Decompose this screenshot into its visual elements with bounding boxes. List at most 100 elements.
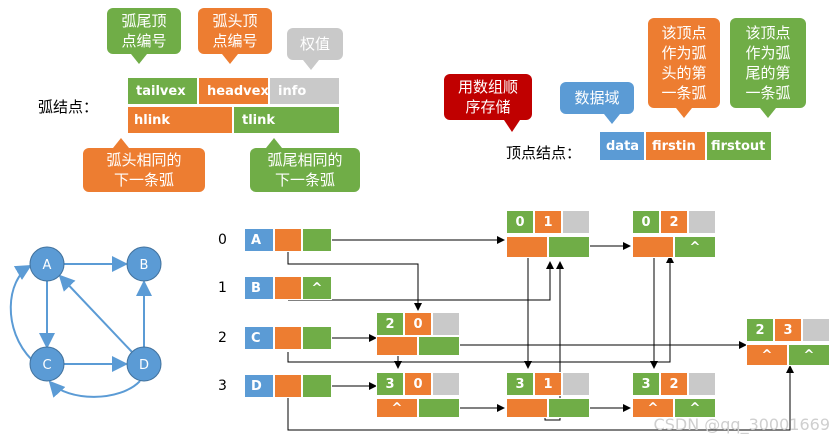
arc-field-tlink: tlink <box>233 106 340 134</box>
arc-info <box>432 312 460 336</box>
vertex-firstout-cell[interactable] <box>302 326 332 350</box>
callout-tail <box>676 108 692 118</box>
pointer-d-firstin <box>287 365 794 431</box>
null-mark: ^ <box>689 400 701 416</box>
arc-info <box>802 318 830 342</box>
callout-hlink-desc-text: 弧头相同的 下一条弧 <box>106 151 182 189</box>
pointer-a-firstin <box>287 252 422 311</box>
arc-tlink: ^ <box>674 398 716 418</box>
arc-headvex: 0 <box>404 312 432 336</box>
arc-tlink: ^ <box>674 236 716 258</box>
arc-hlink <box>506 236 548 258</box>
vertex-data-cell[interactable]: D <box>244 374 274 398</box>
graph-node-c[interactable] <box>29 346 65 382</box>
callout-firstout-desc: 该顶点 作为弧 尾的第 一条弧 <box>730 18 806 118</box>
callout-tail-vertex-no: 弧尾顶 点编号 <box>107 8 181 64</box>
vertex-firstin-cell[interactable] <box>274 228 302 252</box>
arc-tailvex: 2 <box>746 318 774 342</box>
callout-tail <box>604 114 620 124</box>
callout-data-field-text: 数据域 <box>574 89 620 107</box>
pointer-c-firstin <box>287 255 674 363</box>
arc-info <box>432 372 460 396</box>
arc-hlink: ^ <box>746 344 788 366</box>
arc-tlink <box>418 398 460 418</box>
arc-field-hlink: hlink <box>127 106 233 134</box>
vertex-firstin-cell[interactable] <box>274 374 302 398</box>
arc-tlink <box>548 398 590 418</box>
vertex-data-cell[interactable]: A <box>244 228 274 252</box>
callout-tail <box>266 138 282 148</box>
callout-tlink-desc-text: 弧尾相同的 下一条弧 <box>267 151 343 189</box>
edge-c-a <box>9 264 33 361</box>
vertex-data-cell[interactable]: C <box>244 326 274 350</box>
arc-field-headvex: headvex <box>198 77 269 105</box>
vertex-data-cell[interactable]: B <box>244 276 274 300</box>
pointer-b-firstin <box>288 261 554 301</box>
arc-headvex: 1 <box>534 210 562 234</box>
list-index-3: 3 <box>218 378 227 394</box>
callout-weight-text: 权值 <box>299 35 330 53</box>
callout-head-vertex-no: 弧头顶 点编号 <box>198 8 272 64</box>
arc-headvex: 2 <box>660 372 688 396</box>
list-index-2: 2 <box>218 330 227 346</box>
arc-tailvex: 0 <box>506 210 534 234</box>
arc-info <box>562 372 590 396</box>
arc-tailvex: 0 <box>632 210 660 234</box>
arc-tlink <box>418 336 460 356</box>
null-mark: ^ <box>391 400 403 416</box>
arc-headvex: 3 <box>774 318 802 342</box>
arc-tailvex: 3 <box>506 372 534 396</box>
arc-headvex: 1 <box>534 372 562 396</box>
graph-node-d[interactable] <box>126 346 162 382</box>
null-mark: ^ <box>689 239 701 255</box>
arc-hlink: ^ <box>632 398 674 418</box>
edge-d-c <box>48 380 141 398</box>
null-mark: ^ <box>647 400 659 416</box>
callout-data-field: 数据域 <box>560 82 634 124</box>
callout-tail <box>303 60 319 70</box>
callout-storage: 用数组顺 序存储 <box>444 74 532 132</box>
graph-edges <box>9 256 152 398</box>
callout-storage-text: 用数组顺 序存储 <box>457 78 518 116</box>
vertex-firstout-cell[interactable] <box>302 374 332 398</box>
graph-node-d-label: D <box>139 358 149 373</box>
arc-info <box>688 372 716 396</box>
callout-hlink-desc: 弧头相同的 下一条弧 <box>83 138 205 192</box>
callout-tlink-desc: 弧尾相同的 下一条弧 <box>250 138 360 192</box>
arc-hlink <box>506 398 548 418</box>
callout-head-vertex-no-text: 弧头顶 点编号 <box>212 12 258 50</box>
arc-tailvex: 2 <box>376 312 404 336</box>
edge-d-a <box>58 274 133 353</box>
pointer-31-hlink <box>544 261 564 421</box>
callout-tail <box>131 54 147 64</box>
graph-node-b[interactable] <box>126 246 162 282</box>
vertex-firstin-cell[interactable] <box>274 326 302 350</box>
arc-tailvex: 3 <box>632 372 660 396</box>
arc-node-label: 弧结点： <box>38 98 99 116</box>
vertex-firstin-cell[interactable] <box>274 276 302 300</box>
vertex-node-label: 顶点结点： <box>506 144 582 162</box>
graph-node-b-label: B <box>140 258 149 273</box>
callout-tail <box>113 138 129 148</box>
arc-headvex: 2 <box>660 210 688 234</box>
null-mark: ^ <box>803 347 815 363</box>
callout-tail <box>222 54 238 64</box>
graph-node-c-label: C <box>42 358 51 373</box>
vertex-field-firstin: firstin <box>645 131 706 161</box>
arc-tailvex: 3 <box>376 372 404 396</box>
callout-weight: 权值 <box>287 28 343 70</box>
vertex-firstout-cell[interactable]: ^ <box>302 276 332 300</box>
arc-field-tailvex: tailvex <box>127 77 198 105</box>
vertex-firstout-cell[interactable] <box>302 228 332 252</box>
null-mark: ^ <box>311 280 323 296</box>
arc-headvex: 0 <box>404 372 432 396</box>
callout-tail-vertex-no-text: 弧尾顶 点编号 <box>121 12 167 50</box>
arc-hlink: ^ <box>376 398 418 418</box>
watermark: CSDN @qq_30001669 <box>653 415 830 434</box>
arc-info <box>688 210 716 234</box>
graph-node-a[interactable] <box>29 246 65 282</box>
graph-nodes: A B C D <box>29 246 162 382</box>
graph-node-a-label: A <box>43 258 52 273</box>
